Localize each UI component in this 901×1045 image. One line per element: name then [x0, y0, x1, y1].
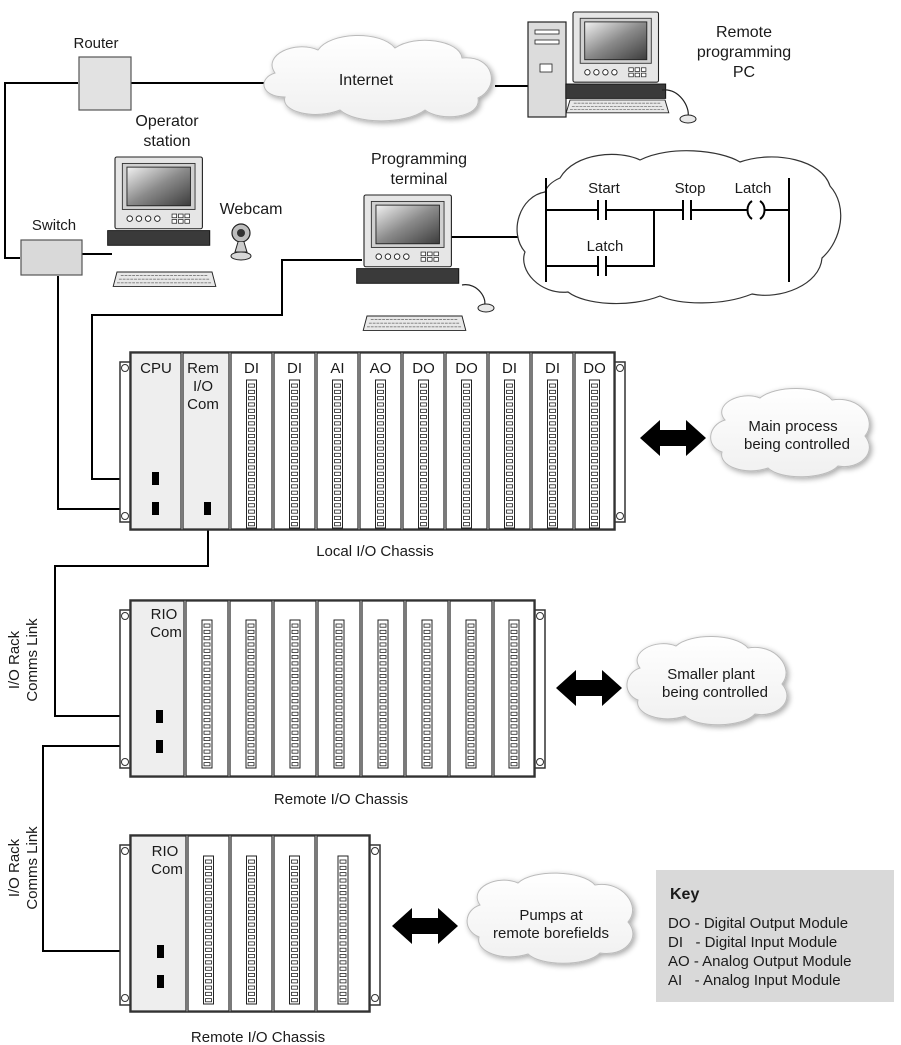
main-process-cloud — [710, 388, 870, 478]
key-box: Key DO - Digital Output Module DI - Digi… — [656, 870, 894, 1002]
double-arrow-icon — [392, 908, 458, 944]
module-slot-9: DI — [488, 352, 531, 530]
operator-label-2: station — [143, 133, 190, 150]
smaller-plant-label-1: Smaller plant — [667, 666, 755, 683]
module-label-3: DI — [244, 360, 259, 377]
key-item-do: DO - Digital Output Module — [668, 915, 848, 932]
remote-chassis-1-caption: Remote I/O Chassis — [274, 791, 408, 808]
internet-cloud — [263, 35, 492, 122]
key-title: Key — [670, 886, 699, 903]
remote2-slot-3 — [230, 835, 273, 1012]
module-slot-1: CPU — [130, 352, 182, 530]
double-arrow-icon — [640, 420, 706, 456]
double-arrow-icon — [556, 670, 622, 706]
webcam-icon — [230, 223, 252, 261]
router-label: Router — [73, 35, 118, 52]
remote-pc-label-3: PC — [733, 64, 755, 81]
module-slot-5: AI — [316, 352, 359, 530]
smaller-plant-label-2: being controlled — [662, 684, 768, 701]
smaller-plant-cloud — [626, 636, 788, 726]
remote-chassis-2 — [119, 834, 381, 1013]
key-item-di: DI - Digital Input Module — [668, 934, 837, 951]
module-slot-8: DO — [445, 352, 488, 530]
remote1-slot-9 — [493, 600, 535, 777]
link-label-1b: Comms Link — [24, 618, 41, 702]
module-slot-6: AO — [359, 352, 402, 530]
remote-pc — [527, 11, 697, 124]
module-label-9: DI — [502, 360, 517, 377]
rio-port-upper — [156, 710, 163, 723]
router: Router — [73, 35, 132, 111]
programming-terminal — [356, 194, 495, 331]
borefields-label-1: Pumps at — [519, 907, 583, 924]
programming-label-1: Programming — [371, 151, 467, 168]
main-process-label-1: Main process — [748, 418, 837, 435]
remote2-slot-2 — [187, 835, 230, 1012]
module-label-11: DO — [583, 360, 606, 377]
remote-chassis-2-caption: Remote I/O Chassis — [191, 1029, 325, 1045]
remote-pc-label-2: programming — [697, 44, 791, 61]
switch: Switch — [20, 217, 83, 276]
operator-label-1: Operator — [135, 113, 199, 130]
remote1-slot-6 — [361, 600, 405, 777]
cpu-port-lower — [152, 502, 159, 515]
network-wiring — [4, 82, 535, 952]
remote1-slot-4 — [273, 600, 317, 777]
remote-chassis-1-com-2: Com — [150, 624, 182, 641]
module-label-7: DO — [412, 360, 435, 377]
remote1-slot-3 — [229, 600, 273, 777]
ladder-stop: Stop — [675, 180, 706, 197]
ladder-latch-contact: Latch — [587, 238, 624, 255]
main-process-label-2: being controlled — [744, 436, 850, 453]
remote1-slot-5 — [317, 600, 361, 777]
module-slot-3: DI — [230, 352, 273, 530]
rio2-port-upper — [157, 945, 164, 958]
rem-io-port — [204, 502, 211, 515]
rio-port-lower — [156, 740, 163, 753]
remote1-slot-7 — [405, 600, 449, 777]
rio2-port-lower — [157, 975, 164, 988]
cpu-port-upper — [152, 472, 159, 485]
remote-chassis-1 — [119, 599, 546, 778]
remote-chassis-2-com-1: RIO — [152, 843, 179, 860]
module-slot-10: DI — [531, 352, 574, 530]
borefields-label-2: remote borefields — [493, 925, 609, 942]
remote-pc-label-1: Remote — [716, 24, 772, 41]
module-label-2: Rem — [187, 360, 219, 377]
module-slot-4: DI — [273, 352, 316, 530]
module-label-10: DI — [545, 360, 560, 377]
remote1-slot-2 — [185, 600, 229, 777]
borefields-cloud — [466, 872, 634, 964]
link-label-2b: Comms Link — [24, 826, 41, 910]
link-label-2a: I/O Rack — [6, 838, 23, 897]
ladder-start: Start — [588, 180, 621, 197]
switch-label: Switch — [32, 217, 76, 234]
module-slot-7: DO — [402, 352, 445, 530]
ladder-latch-coil: Latch — [735, 180, 772, 197]
module-label-6: AO — [370, 360, 392, 377]
key-item-ai: AI - Analog Input Module — [668, 972, 841, 989]
remote-chassis-1-com-1: RIO — [151, 606, 178, 623]
internet-label: Internet — [339, 72, 394, 89]
webcam-label: Webcam — [220, 201, 283, 218]
module-label-2: I/O — [193, 378, 213, 395]
remote1-slot-8 — [449, 600, 493, 777]
remote-chassis-2-com-2: Com — [151, 861, 183, 878]
remote2-slot-5 — [316, 835, 370, 1012]
key-item-ao: AO - Analog Output Module — [668, 953, 851, 970]
module-label-2: Com — [187, 396, 219, 413]
local-chassis-caption: Local I/O Chassis — [316, 543, 434, 560]
programming-label-2: terminal — [391, 171, 448, 188]
remote2-slot-4 — [273, 835, 316, 1012]
ladder-logic-bubble: Start Stop Latch Latch — [516, 150, 842, 305]
module-slot-11: DO — [574, 352, 615, 530]
link-label-1a: I/O Rack — [6, 630, 23, 689]
module-label-5: AI — [330, 360, 344, 377]
module-label-8: DO — [455, 360, 478, 377]
module-label-4: DI — [287, 360, 302, 377]
module-label-1: CPU — [140, 360, 172, 377]
operator-station — [107, 156, 217, 287]
